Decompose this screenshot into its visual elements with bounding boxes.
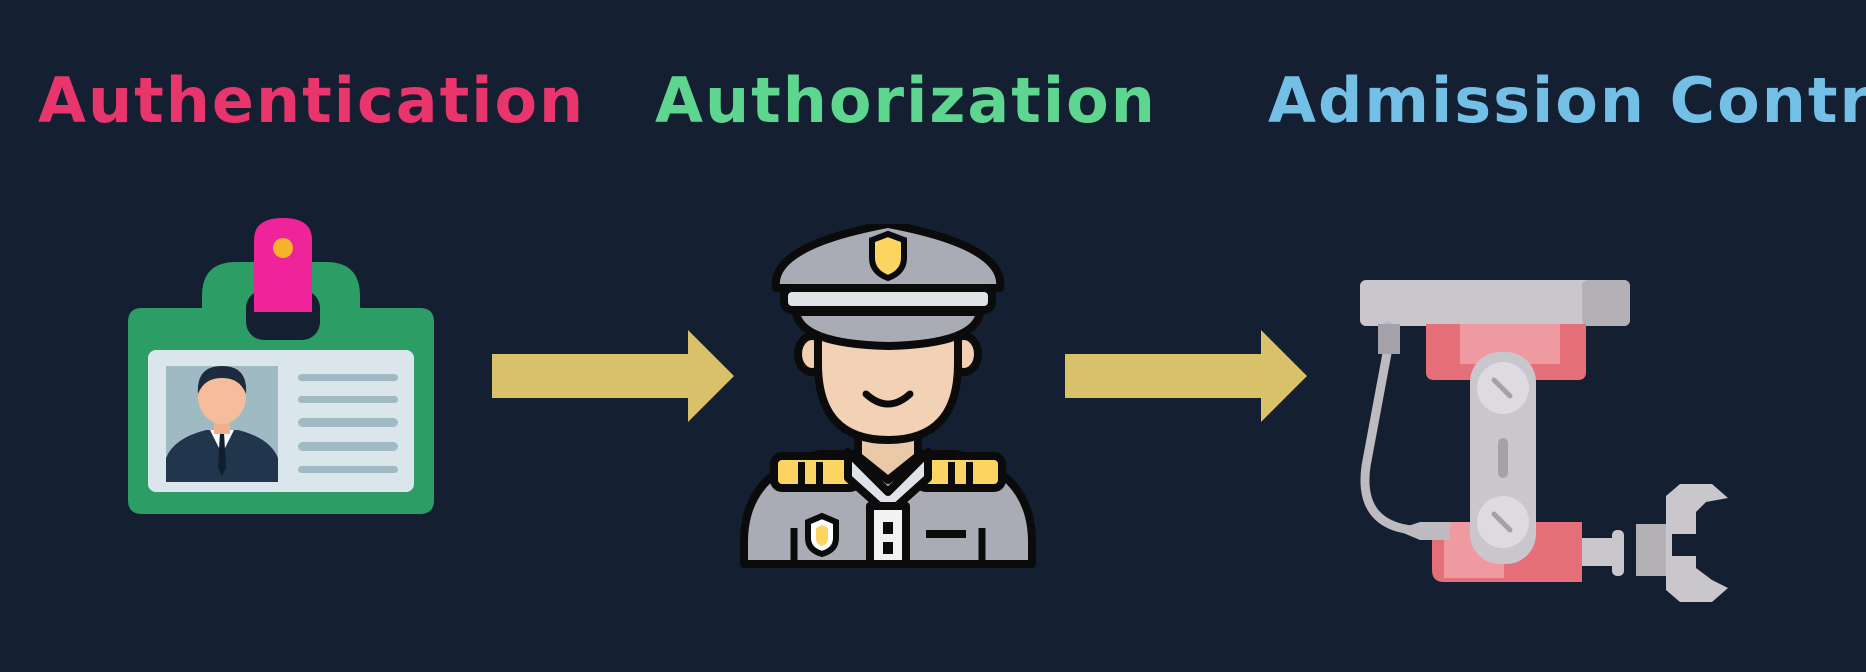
- arrow-right-icon: [492, 330, 734, 422]
- authentication-title: Authentication: [38, 64, 586, 137]
- authorization-title: Authorization: [655, 64, 1157, 137]
- robotic-arm-icon: [1360, 276, 1752, 604]
- police-officer-icon: [740, 224, 1036, 568]
- id-badge-icon: [128, 218, 434, 514]
- arrow-right-icon-2: [1065, 330, 1307, 422]
- admission-control-title: Admission Control: [1268, 64, 1866, 137]
